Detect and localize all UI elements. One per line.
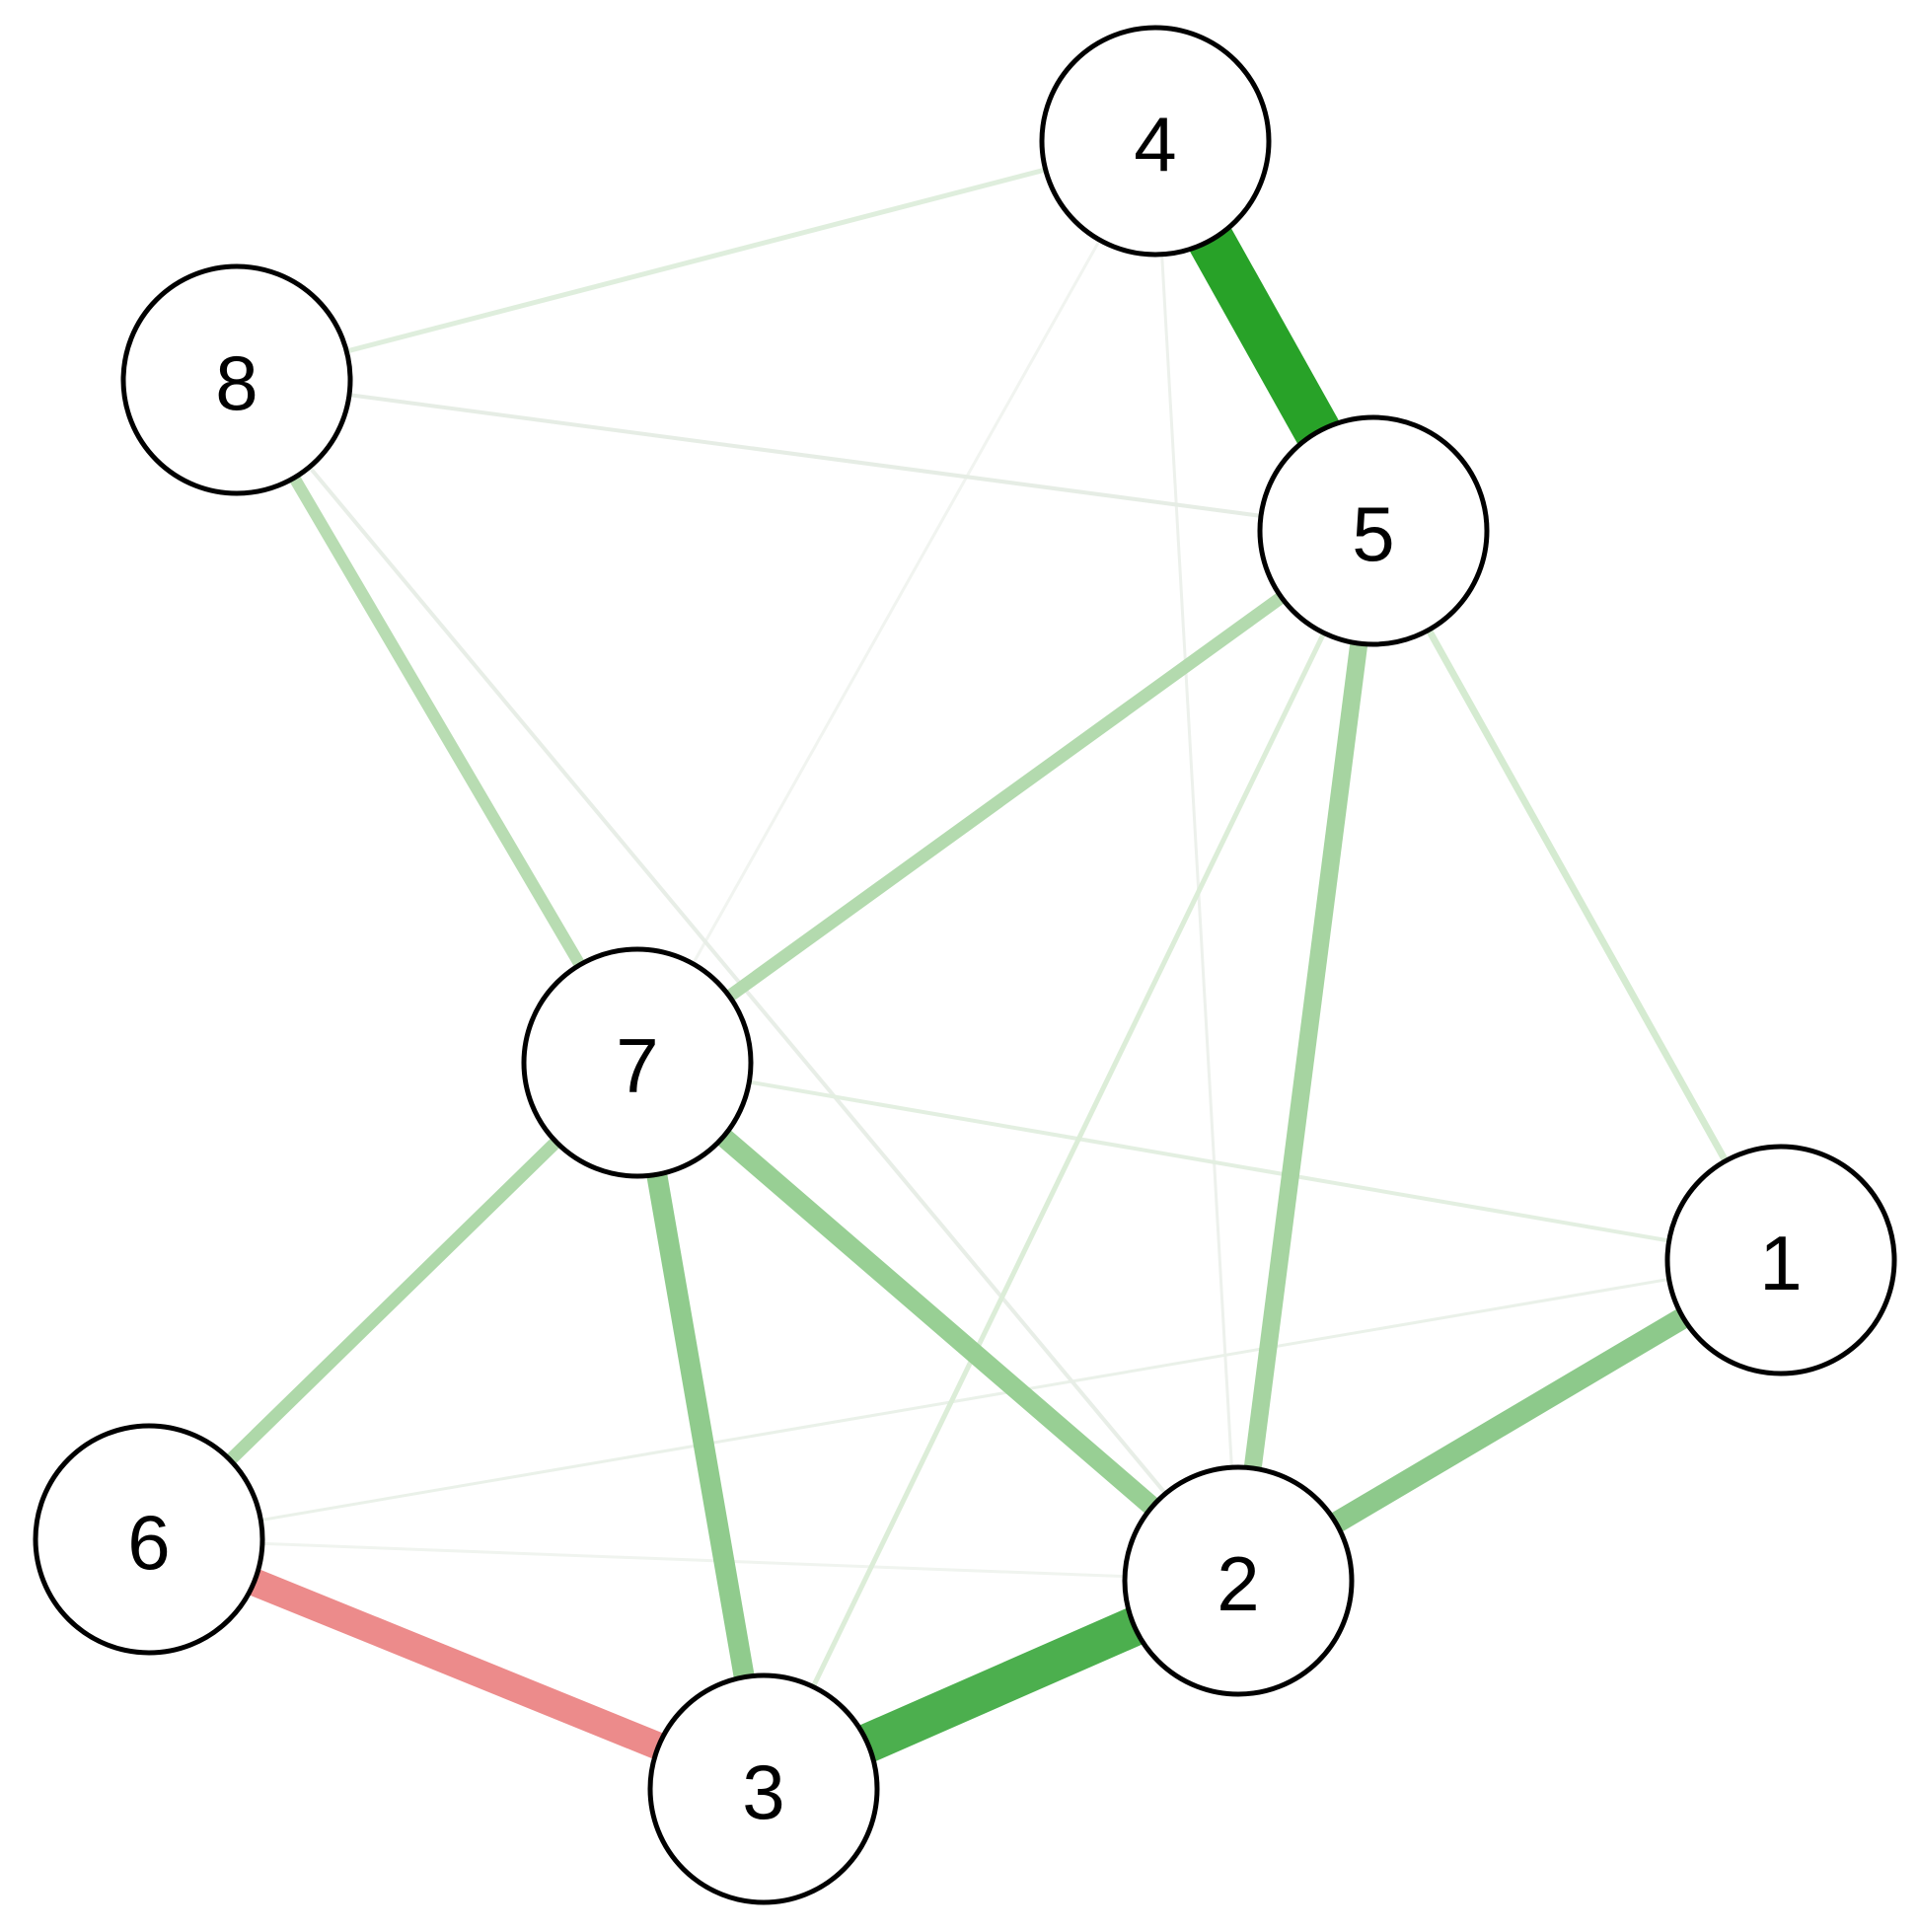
node-2-label: 2 <box>1217 1540 1259 1627</box>
node-5: 5 <box>1257 414 1490 647</box>
edge-6-2 <box>148 1537 1239 1583</box>
node-8-label: 8 <box>215 339 258 426</box>
node-8: 8 <box>120 263 353 496</box>
node-1-circle <box>1664 1144 1897 1376</box>
node-4-label: 4 <box>1134 101 1176 187</box>
node-6-circle <box>33 1423 265 1656</box>
node-4: 4 <box>1039 25 1272 258</box>
node-8-circle <box>120 263 353 496</box>
edge-4-2 <box>1153 140 1240 1582</box>
node-3-label: 3 <box>742 1748 784 1835</box>
edge-6-1 <box>148 1258 1782 1541</box>
node-1: 1 <box>1664 1144 1897 1376</box>
node-1-label: 1 <box>1759 1220 1802 1306</box>
edge-2-5 <box>1229 529 1382 1583</box>
edge-4-7 <box>635 140 1157 1064</box>
node-7: 7 <box>521 946 754 1179</box>
node-5-label: 5 <box>1352 490 1394 577</box>
node-6-label: 6 <box>127 1499 170 1586</box>
node-3: 3 <box>647 1672 880 1905</box>
node-7-label: 7 <box>616 1022 658 1109</box>
node-3-circle <box>647 1672 880 1905</box>
edge-7-8 <box>231 376 643 1067</box>
node-7-circle <box>521 946 754 1179</box>
edge-5-8 <box>236 378 1374 533</box>
edge-3-5 <box>761 529 1376 1791</box>
node-6: 6 <box>33 1423 265 1656</box>
edge-2-7 <box>630 1055 1245 1589</box>
node-2: 2 <box>1122 1464 1355 1697</box>
node-2-circle <box>1122 1464 1355 1697</box>
edge-3-7 <box>627 1061 775 1791</box>
edge-5-7 <box>633 525 1377 1069</box>
edge-1-5 <box>1369 529 1785 1262</box>
node-4-circle <box>1039 25 1272 258</box>
edge-8-2 <box>235 378 1240 1583</box>
edge-7-1 <box>636 1061 1782 1262</box>
edge-4-8 <box>236 138 1156 383</box>
node-5-circle <box>1257 414 1490 647</box>
